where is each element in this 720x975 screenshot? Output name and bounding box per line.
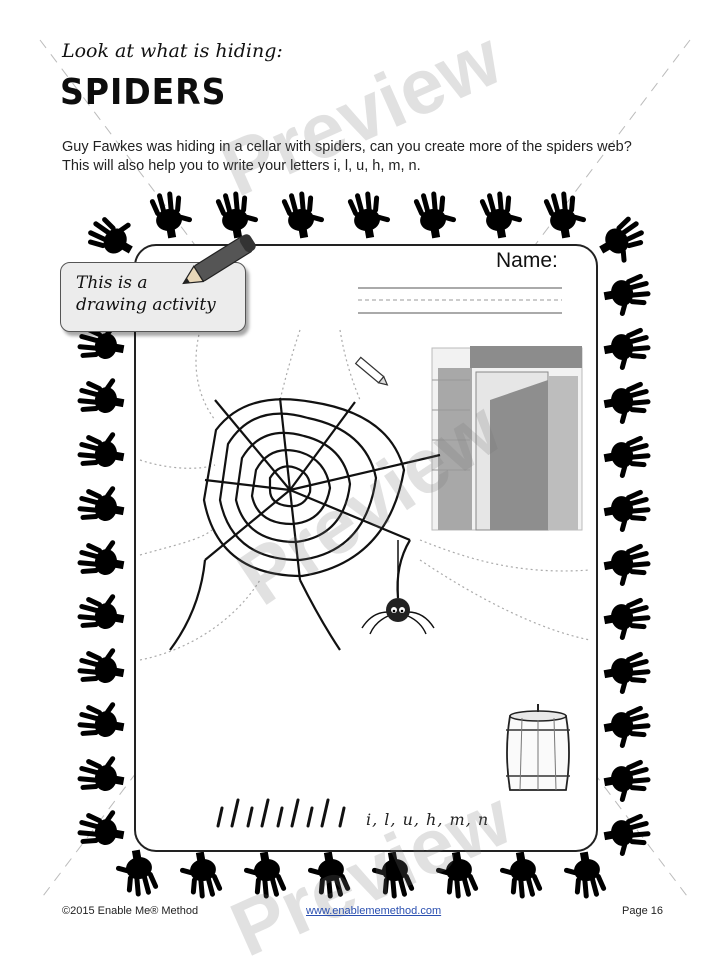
badge-line-2: drawing activity — [76, 295, 216, 315]
footer-page-number: Page 16 — [622, 905, 663, 917]
door-icon — [431, 346, 583, 531]
page-title: SPIDERS — [60, 72, 227, 113]
pencil-icon — [354, 356, 389, 386]
name-label: Name: — [496, 249, 558, 272]
badge-line-1: This is a — [76, 273, 148, 293]
name-writing-lines — [358, 287, 562, 314]
footer-website-link[interactable]: www.enablememethod.com — [306, 905, 442, 917]
footer-copyright: ©2015 Enable Me® Method — [62, 905, 199, 917]
practice-letters: i, l, u, h, m, n — [366, 810, 490, 829]
spider-web-icon — [169, 397, 441, 651]
instructions-text: Guy Fawkes was hiding in a cellar with s… — [62, 139, 632, 174]
spider-icon — [361, 540, 435, 635]
badge-text: This is a drawing activity — [76, 272, 246, 316]
practice-strokes — [216, 798, 346, 828]
barrel-icon — [506, 704, 570, 791]
subtitle: Look at what is hiding: — [62, 40, 283, 62]
